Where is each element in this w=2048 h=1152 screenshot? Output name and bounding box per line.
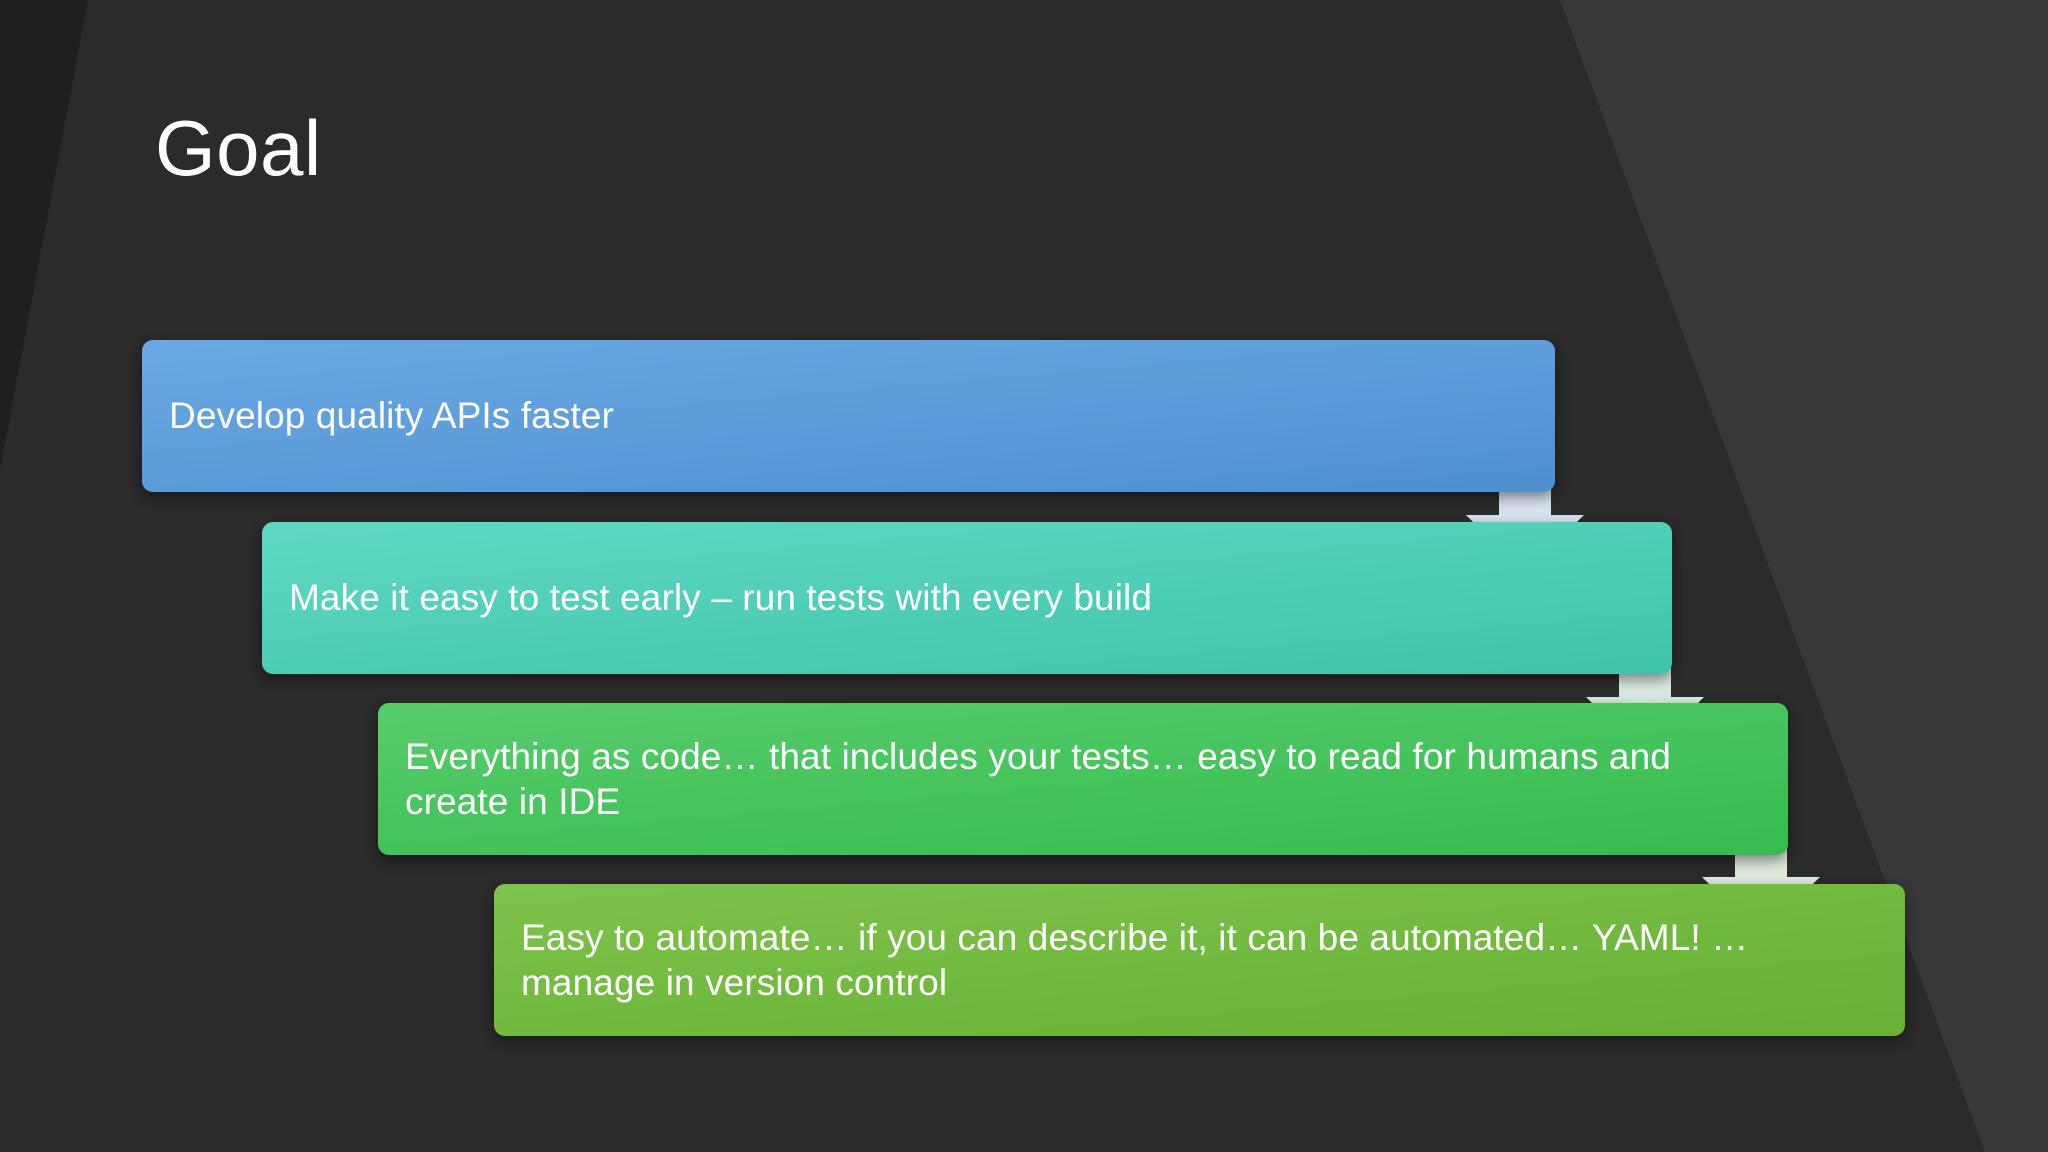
page-title: Goal [155,104,322,192]
flow-step-label-4: Easy to automate… if you can describe it… [521,916,1749,1003]
flow-step-box-4[interactable]: Easy to automate… if you can describe it… [494,884,1905,1036]
flow-step-box-1[interactable]: Develop quality APIs faster [142,340,1555,492]
flow-step-box-3[interactable]: Everything as code… that includes your t… [378,703,1788,855]
background-left-dark-wedge [0,0,88,470]
flow-step-label-2: Make it easy to test early – run tests w… [289,577,1153,619]
flow-step-label-3: Everything as code… that includes your t… [405,735,1671,822]
flow-step-box-2[interactable]: Make it easy to test early – run tests w… [262,522,1672,674]
flow-step-label-1: Develop quality APIs faster [169,395,614,437]
